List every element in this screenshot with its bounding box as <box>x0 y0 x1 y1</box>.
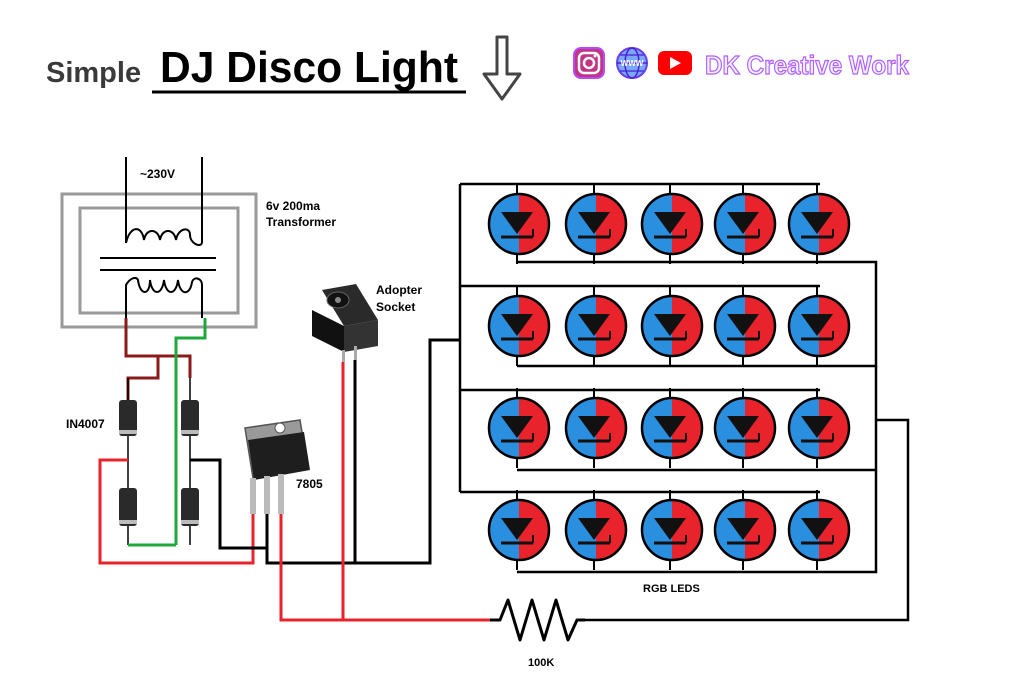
secondary-wire-b <box>174 318 207 545</box>
down-arrow-icon <box>482 35 522 101</box>
mains-voltage-label: ~230V <box>140 167 175 181</box>
transformer-label: Transformer <box>266 215 336 229</box>
regulator-label: 7805 <box>296 477 323 491</box>
primary-coil <box>125 228 203 246</box>
globe-label: WWW <box>621 59 644 68</box>
title-prefix: Simple <box>46 57 141 89</box>
resistor-label: 100K <box>528 657 554 669</box>
secondary-coil <box>125 276 203 318</box>
instagram-icon[interactable] <box>573 47 605 79</box>
socket-label-1: Adopter <box>376 283 422 297</box>
rgb-led-r2-c1 <box>487 286 551 366</box>
rgb-led-r3-c4 <box>713 388 777 468</box>
rgb-led-r3-c1 <box>487 388 551 468</box>
diode-1 <box>119 400 137 436</box>
rgb-led-r2-c2 <box>564 286 628 366</box>
rgb-led-r1-c2 <box>564 184 628 264</box>
positive-wire <box>98 458 255 565</box>
rgb-led-r1-c3 <box>640 184 704 264</box>
dc-adapter-socket <box>312 284 378 362</box>
resistor-100k <box>490 598 585 642</box>
rgb-led-r1-c1 <box>487 184 551 264</box>
rgb-led-r2-c3 <box>640 286 704 366</box>
youtube-icon[interactable] <box>658 51 692 75</box>
rgb-led-r4-c4 <box>713 490 777 570</box>
regulator-ground-wire <box>265 338 460 565</box>
rgb-led-r4-c1 <box>487 490 551 570</box>
bridge-rectifier <box>119 378 199 545</box>
rgb-led-r4-c2 <box>564 490 628 570</box>
regulator-output-wire <box>279 514 490 622</box>
rgb-led-r3-c2 <box>564 388 628 468</box>
led-label: RGB LEDS <box>643 583 700 595</box>
page-title: DJ Disco Light <box>160 43 458 92</box>
rgb-led-r4-c3 <box>640 490 704 570</box>
rgb-led-r3-c3 <box>640 388 704 468</box>
diode-4 <box>181 488 199 526</box>
transformer-rating-label: 6v 200ma <box>266 199 320 213</box>
rgb-led-r2-c4 <box>713 286 777 366</box>
rgb-led-grid <box>487 184 851 570</box>
transformer <box>60 157 258 329</box>
secondary-wire-a-branch <box>126 356 160 400</box>
rgb-led-r4-c5 <box>787 490 851 570</box>
rgb-led-r2-c5 <box>787 286 851 366</box>
rgb-led-r1-c5 <box>787 184 851 264</box>
led-matrix-wiring <box>458 182 910 622</box>
rgb-led-r3-c5 <box>787 388 851 468</box>
socket-label-2: Socket <box>376 300 415 314</box>
diode-3 <box>119 488 137 526</box>
rgb-led-r1-c4 <box>713 184 777 264</box>
diode-2 <box>181 400 199 436</box>
globe-www-icon[interactable]: WWW <box>616 47 648 79</box>
voltage-regulator-7805 <box>244 419 310 514</box>
ground-wire <box>190 458 267 550</box>
diode-label: IN4007 <box>66 417 105 431</box>
channel-name[interactable]: DK Creative Work <box>704 49 910 80</box>
